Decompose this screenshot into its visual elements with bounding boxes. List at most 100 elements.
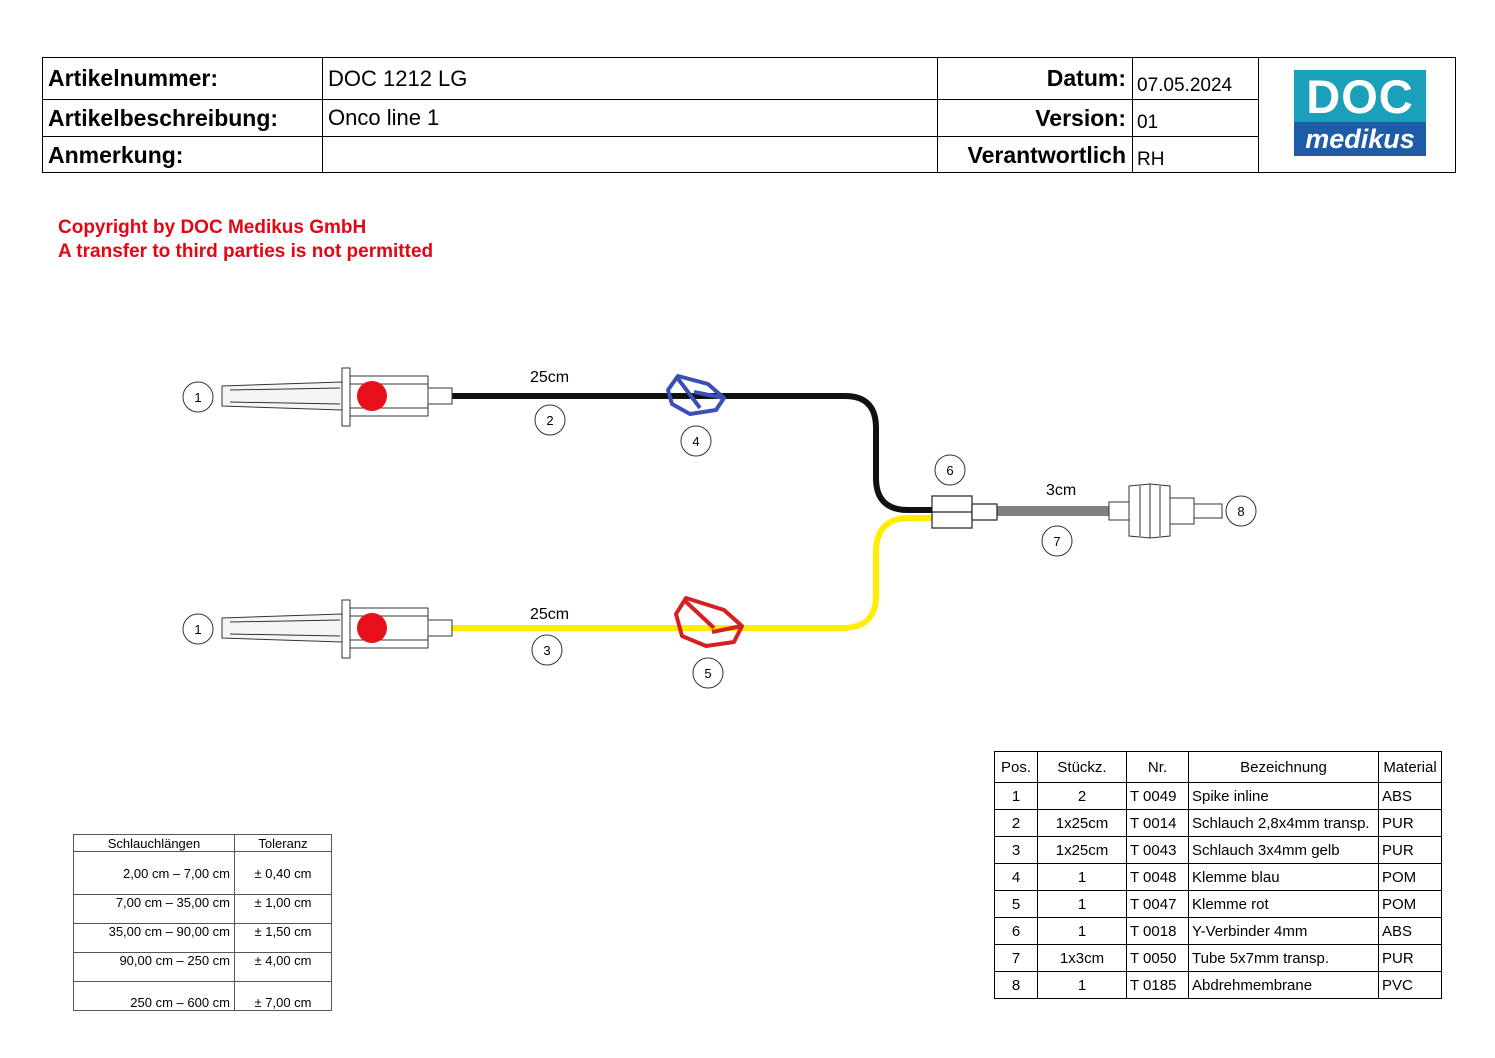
parts-header-description: Bezeichnung [1188,751,1379,783]
copyright-line-2: A transfer to third parties is not permi… [58,241,434,262]
callout-tube-lower: 3 [543,643,550,658]
title-block: Artikelnummer: DOC 1212 LG Datum: 07.05.… [42,57,1456,173]
cell: 4 [994,863,1038,891]
tolerance-header-row: Schlauchlängen Toleranz [73,834,332,852]
article-number-value: DOC 1212 LG [328,65,468,91]
cell: 1 [1037,890,1127,918]
cell: ± 7,00 cm [234,981,332,1011]
cell: Schlauch 3x4mm gelb [1188,836,1379,864]
description-label: Artikelbeschreibung: [48,104,279,131]
callout-spike-lower: 1 [194,622,201,637]
cell: 90,00 cm – 250 cm [73,952,235,982]
cell: T 0014 [1126,809,1189,837]
cell: ± 1,50 cm [234,923,332,953]
cell: POM [1378,890,1442,918]
cell: 8 [994,971,1038,999]
date-label: Datum: [1046,65,1126,91]
length-lower-label: 25cm [530,606,569,623]
table-row: 250 cm – 600 cm± 7,00 cm [73,981,332,1011]
cell: PUR [1378,836,1442,864]
parts-header-row: Pos. Stückz. Nr. Bezeichnung Material [994,751,1442,783]
cell: PVC [1378,971,1442,999]
membrane-connector [1108,483,1223,539]
logo-medikus: medikus [1294,122,1426,156]
length-outlet-label: 3cm [1046,482,1076,499]
table-row: 7,00 cm – 35,00 cm± 1,00 cm [73,894,332,924]
cell: 5 [994,890,1038,918]
cell: ABS [1378,917,1442,945]
callout-clamp-blue: 4 [692,434,699,449]
tube-upper [452,393,932,513]
cell: Klemme blau [1188,863,1379,891]
parts-header-nr: Nr. [1126,751,1189,783]
cell: Y-Verbinder 4mm [1188,917,1379,945]
tolerance-table: Schlauchlängen Toleranz 2,00 cm – 7,00 c… [73,834,332,1011]
clamp-red-icon [674,596,744,648]
cell: T 0050 [1126,944,1189,972]
tube-outlet [997,506,1109,516]
callout-clamp-red: 5 [704,666,711,681]
cell: 7,00 cm – 35,00 cm [73,894,235,924]
cell: T 0048 [1126,863,1189,891]
y-connector [931,495,998,529]
cell: T 0047 [1126,890,1189,918]
callout-membrane: 8 [1237,504,1244,519]
callout-tube-upper: 2 [546,413,553,428]
callout-tube-outlet: 7 [1053,534,1060,549]
cell: 1 [1037,971,1127,999]
cell: Schlauch 2,8x4mm transp. [1188,809,1379,837]
cell: 7 [994,944,1038,972]
cell: PUR [1378,809,1442,837]
version-value: 01 [1137,112,1159,133]
cell: Klemme rot [1188,890,1379,918]
cell: ± 0,40 cm [234,851,332,895]
cell: 1 [1037,917,1127,945]
cell: T 0185 [1126,971,1189,999]
cell: 250 cm – 600 cm [73,981,235,1011]
cell: T 0018 [1126,917,1189,945]
logo-doc: DOC [1294,70,1426,123]
clamp-blue-icon [666,374,726,416]
cell: 2 [1037,782,1127,810]
length-upper-label: 25cm [530,369,569,386]
table-row: 35,00 cm – 90,00 cm± 1,50 cm [73,923,332,953]
article-number-label: Artikelnummer: [48,65,218,91]
tube-lower [452,515,932,631]
cell: 6 [994,917,1038,945]
spike-lower [221,599,453,659]
callout-spike-upper: 1 [194,390,201,405]
parts-header-pos: Pos. [994,751,1038,783]
cell: T 0049 [1126,782,1189,810]
cell: T 0043 [1126,836,1189,864]
callout-y-connector: 6 [946,463,953,478]
parts-header-material: Material [1378,751,1442,783]
cell: Spike inline [1188,782,1379,810]
cell: 2 [994,809,1038,837]
responsible-value: RH [1137,149,1165,170]
cell: 35,00 cm – 90,00 cm [73,923,235,953]
tolerance-header-tolerance: Toleranz [234,834,332,852]
cell: 1x25cm [1037,836,1127,864]
doc-medikus-logo: DOC medikus [1294,70,1426,156]
copyright-notice: Copyright by DOC Medikus GmbH A transfer… [58,216,433,264]
cell: ABS [1378,782,1442,810]
cell: 2,00 cm – 7,00 cm [73,851,235,895]
table-row: 2,00 cm – 7,00 cm± 0,40 cm [73,851,332,895]
spike-upper [221,367,453,427]
cell: 1 [994,782,1038,810]
cell: ± 1,00 cm [234,894,332,924]
description-value: Onco line 1 [328,105,440,130]
cell: POM [1378,863,1442,891]
date-value: 07.05.2024 [1137,75,1233,96]
cell: ± 4,00 cm [234,952,332,982]
